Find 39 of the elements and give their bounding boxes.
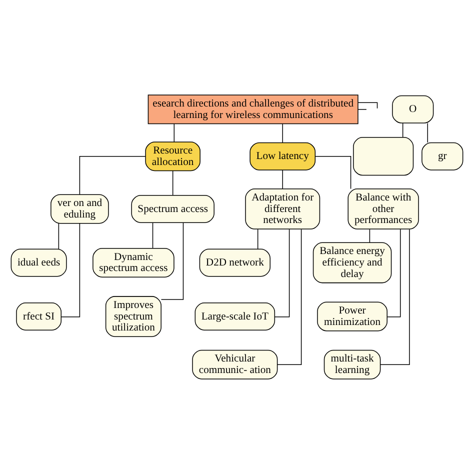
node-box: esearch directions and challenges of distributed learning for wireless communications — [148, 94, 358, 124]
node-box: D2D network — [199, 248, 270, 277]
node-box: Low latency — [250, 142, 316, 170]
connector — [402, 122, 404, 138]
connector — [274, 228, 290, 318]
connector — [152, 222, 154, 249]
node-box: Dynamic spectrum access — [92, 248, 174, 278]
node-box: Adaptation for different networks — [245, 188, 320, 230]
node-box: Spectrum access — [131, 194, 214, 223]
connector — [369, 228, 370, 243]
connector — [174, 124, 175, 142]
connector — [427, 122, 428, 143]
node-box: O — [392, 95, 434, 124]
connector — [160, 222, 184, 300]
node-box: Vehicular communic- ation — [192, 350, 278, 380]
connector — [58, 223, 60, 250]
node-box: rfect SI — [16, 302, 62, 331]
connector — [172, 170, 174, 196]
connector — [282, 170, 283, 190]
connector — [314, 156, 352, 190]
connector — [79, 156, 146, 195]
connector — [276, 228, 302, 365]
node-box: Resource allocation — [145, 142, 200, 172]
node-box: multi-task learning — [324, 350, 381, 380]
connector — [380, 228, 410, 365]
connector — [257, 228, 258, 250]
connector — [60, 223, 80, 318]
connector — [358, 102, 378, 109]
connector — [282, 124, 283, 143]
node-box: ver on and eduling — [50, 194, 109, 224]
node-box: Power minimization — [317, 302, 388, 332]
node-box — [353, 137, 414, 176]
node-box: idual eeds — [10, 248, 67, 277]
node-box: Improves spectrum utilization — [105, 296, 162, 337]
node-box: Balance energy efficiency and delay — [312, 242, 392, 284]
node-box: gr — [422, 142, 464, 170]
connector — [358, 109, 367, 110]
node-box: Large-scale IoT — [194, 302, 276, 331]
node-box: Balance with other performances — [348, 188, 419, 230]
